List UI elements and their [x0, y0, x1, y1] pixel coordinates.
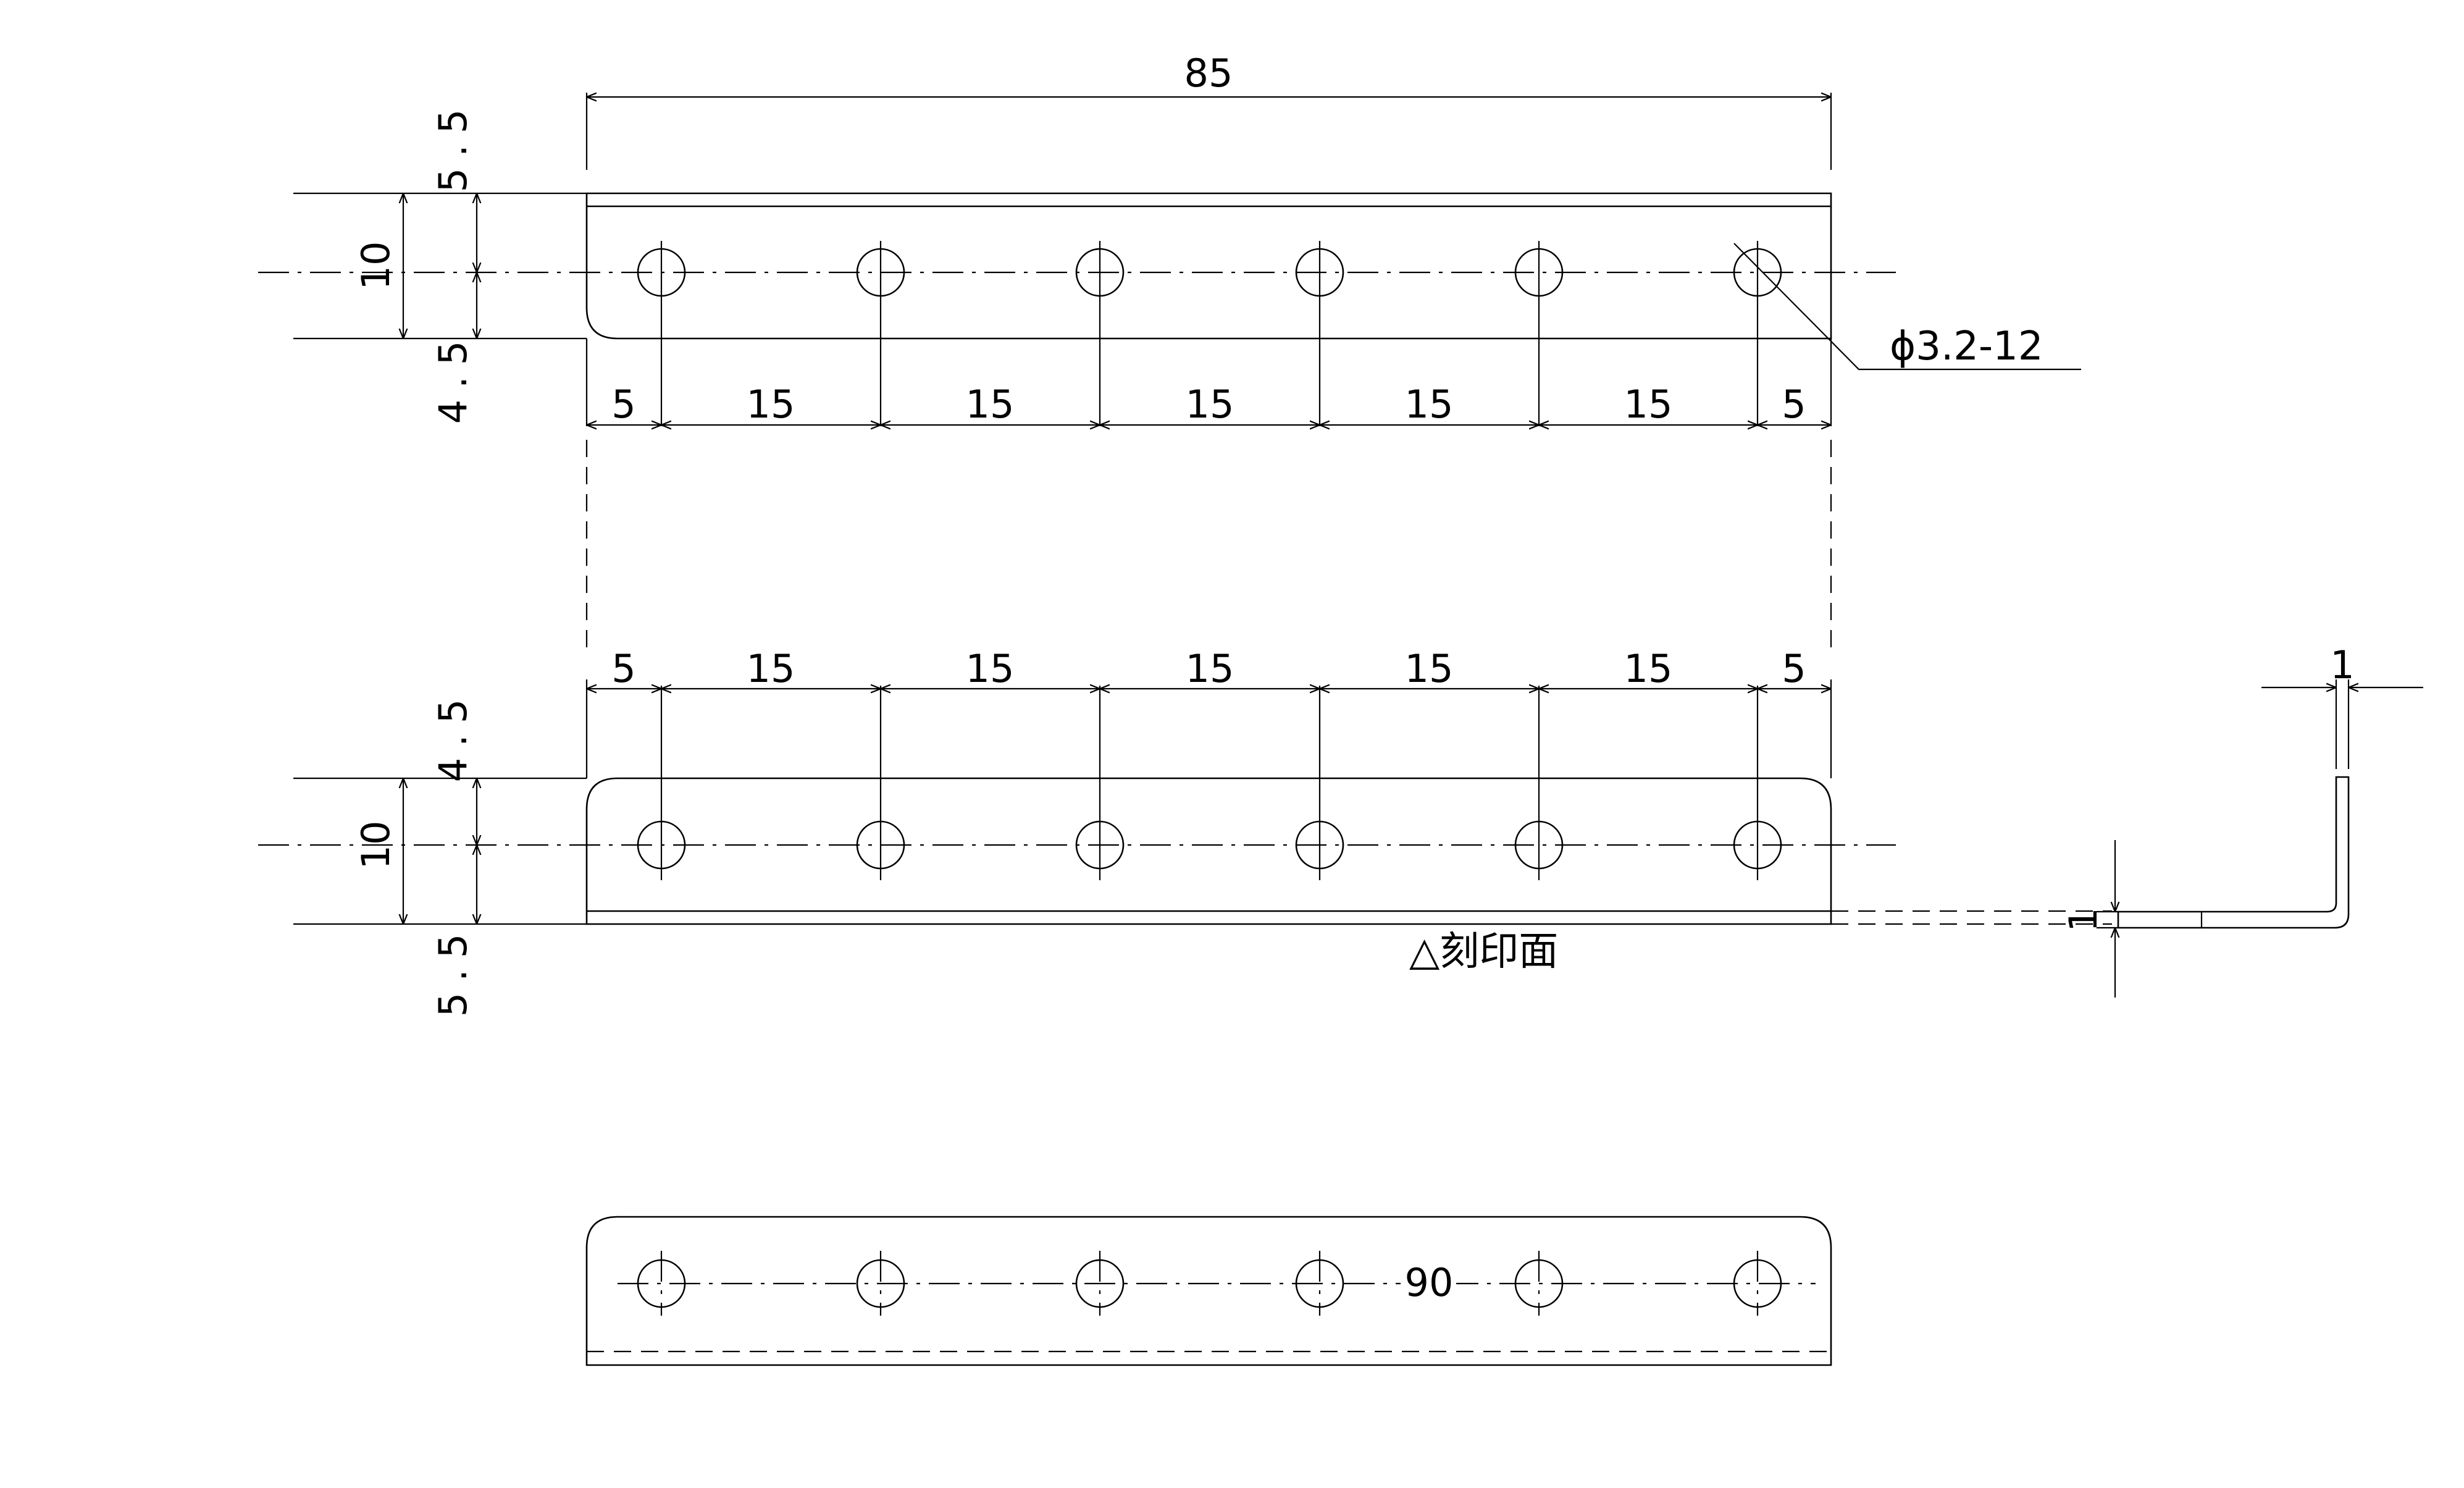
- hole-callout-leader: [1733, 243, 2081, 371]
- dim-spacing: 5: [1782, 646, 1806, 691]
- dim-thickness-bottom: 1: [2061, 907, 2106, 931]
- middle-plate-outline: [585, 777, 1832, 925]
- hole-callout: ϕ3.2-12: [1890, 324, 2043, 369]
- bottom-view: 90: [585, 1216, 1832, 1366]
- dim-height-bottom: 5.5: [430, 923, 476, 1017]
- top-view: 85 10 5.5 4.5 5 15 15 15 15 15 5: [258, 51, 2081, 427]
- dim-spacing: 15: [966, 646, 1015, 691]
- angle-profile: [2117, 776, 2350, 929]
- dim-thickness-top: 1: [2330, 642, 2354, 687]
- dim-spacing: 15: [1405, 646, 1454, 691]
- middle-hole-vertical-centers: [660, 686, 1759, 880]
- dim-spacing: 5: [611, 382, 635, 427]
- bottom-plate-outline: [585, 1216, 1832, 1366]
- dim-spacing: 15: [747, 646, 795, 691]
- dim-overall-length: 85: [1184, 51, 1233, 96]
- middle-view: 5 15 15 15 15 15 5 10 4.5 5.5 △刻印面: [258, 646, 2112, 1017]
- bottom-hole-vertical-centers: [660, 1251, 1759, 1316]
- dim-spacing: 15: [1186, 646, 1234, 691]
- dim-height-total: 10: [353, 821, 398, 870]
- dim-spacing: 15: [1405, 382, 1454, 427]
- dim-height-top: 5.5: [430, 98, 476, 193]
- bottom-length-label: 90: [1405, 1260, 1454, 1305]
- top-plate-outline: [585, 192, 1832, 340]
- dim-height-total: 10: [353, 242, 398, 290]
- dim-height-top: 4.5: [430, 688, 476, 783]
- side-view: 1 1: [2061, 642, 2423, 998]
- dim-spacing: 15: [1624, 382, 1673, 427]
- stamp-surface-note: △刻印面: [1409, 929, 1558, 975]
- dim-spacing: 15: [1186, 382, 1234, 427]
- top-hole-vertical-centers: [660, 241, 1759, 426]
- dim-spacing: 5: [1782, 382, 1806, 427]
- dim-height-bottom: 4.5: [430, 330, 476, 424]
- label-mask: [1401, 1261, 1456, 1302]
- dim-spacing: 15: [966, 382, 1015, 427]
- dim-spacing: 15: [747, 382, 795, 427]
- dim-spacing: 5: [611, 646, 635, 691]
- dim-spacing: 15: [1624, 646, 1673, 691]
